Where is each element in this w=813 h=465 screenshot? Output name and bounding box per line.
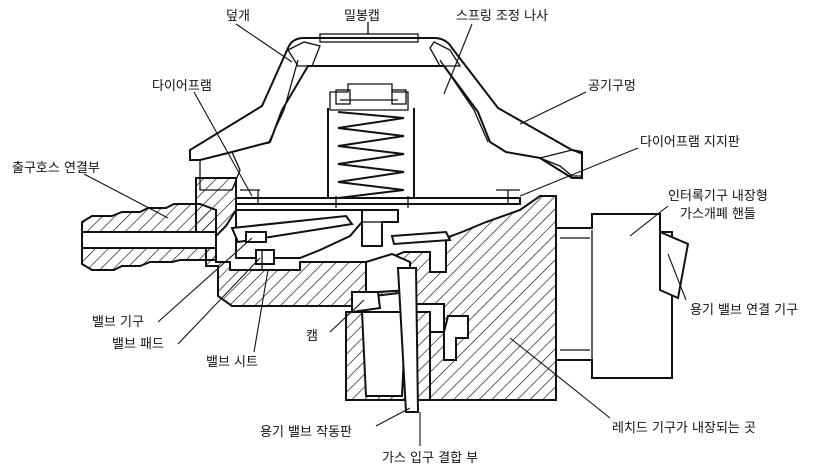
label-valve-pad: 밸브 패드 bbox=[112, 337, 164, 352]
spring-outer bbox=[327, 108, 415, 200]
label-valve-seat: 밸브 시트 bbox=[206, 355, 258, 370]
cover-hatch-right bbox=[429, 41, 462, 67]
label-reed-housing: 레치드 기구가 내장되는 곳 bbox=[612, 421, 756, 436]
label-air-hole: 공기구멍 bbox=[588, 79, 636, 94]
screw-hatch-left bbox=[335, 89, 351, 105]
label-diaphragm-support: 다이어프램 지지판 bbox=[640, 135, 740, 150]
screw-hatch-right bbox=[391, 89, 407, 105]
valve-pad bbox=[245, 231, 267, 243]
cover-hatch-left bbox=[287, 41, 321, 67]
lever-tail bbox=[390, 230, 452, 246]
container-valve-connector bbox=[659, 230, 690, 300]
label-gas-inlet: 가스 입구 결합 부 bbox=[382, 451, 478, 465]
dome-inner-left bbox=[267, 59, 299, 145]
label-outlet-hose: 출구호스 연결부 bbox=[12, 161, 100, 176]
label-interlock-handle-2: 가스개폐 핸들 bbox=[680, 206, 756, 222]
label-valve-actuator: 용기 밸브 작동판 bbox=[260, 425, 352, 440]
cover-hatch-rim bbox=[537, 149, 583, 177]
label-cam: 캠 bbox=[306, 329, 318, 344]
diaphragm-plate bbox=[235, 197, 521, 205]
spring bbox=[337, 111, 405, 199]
leader-lines bbox=[83, 23, 687, 446]
handle-grip-lines bbox=[560, 230, 593, 360]
cover-dome bbox=[189, 37, 583, 179]
label-cover: 덮개 bbox=[226, 9, 250, 24]
valve-seat bbox=[255, 249, 275, 265]
label-container-valve-conn: 용기 밸브 연결 기구 bbox=[690, 303, 798, 318]
valve-actuator-plate bbox=[396, 267, 420, 413]
seal-cap bbox=[319, 33, 419, 43]
label-interlock-handle-1: 인터록기구 내장형 bbox=[668, 189, 768, 204]
interlock-handle bbox=[555, 213, 673, 379]
label-spring-adjust-screw: 스프링 조정 나사 bbox=[456, 9, 548, 24]
diaphragm-ribs bbox=[257, 190, 509, 208]
label-seal-cap: 밀봉캡 bbox=[344, 9, 380, 24]
inlet-bore bbox=[360, 311, 408, 397]
label-valve-mechanism: 밸브 기구 bbox=[92, 315, 144, 330]
outlet-bore bbox=[81, 231, 217, 249]
spring-adjust-screw bbox=[329, 83, 409, 111]
cam bbox=[351, 291, 382, 314]
reed-slot bbox=[443, 315, 469, 361]
label-diaphragm: 다이어프램 bbox=[152, 79, 212, 94]
